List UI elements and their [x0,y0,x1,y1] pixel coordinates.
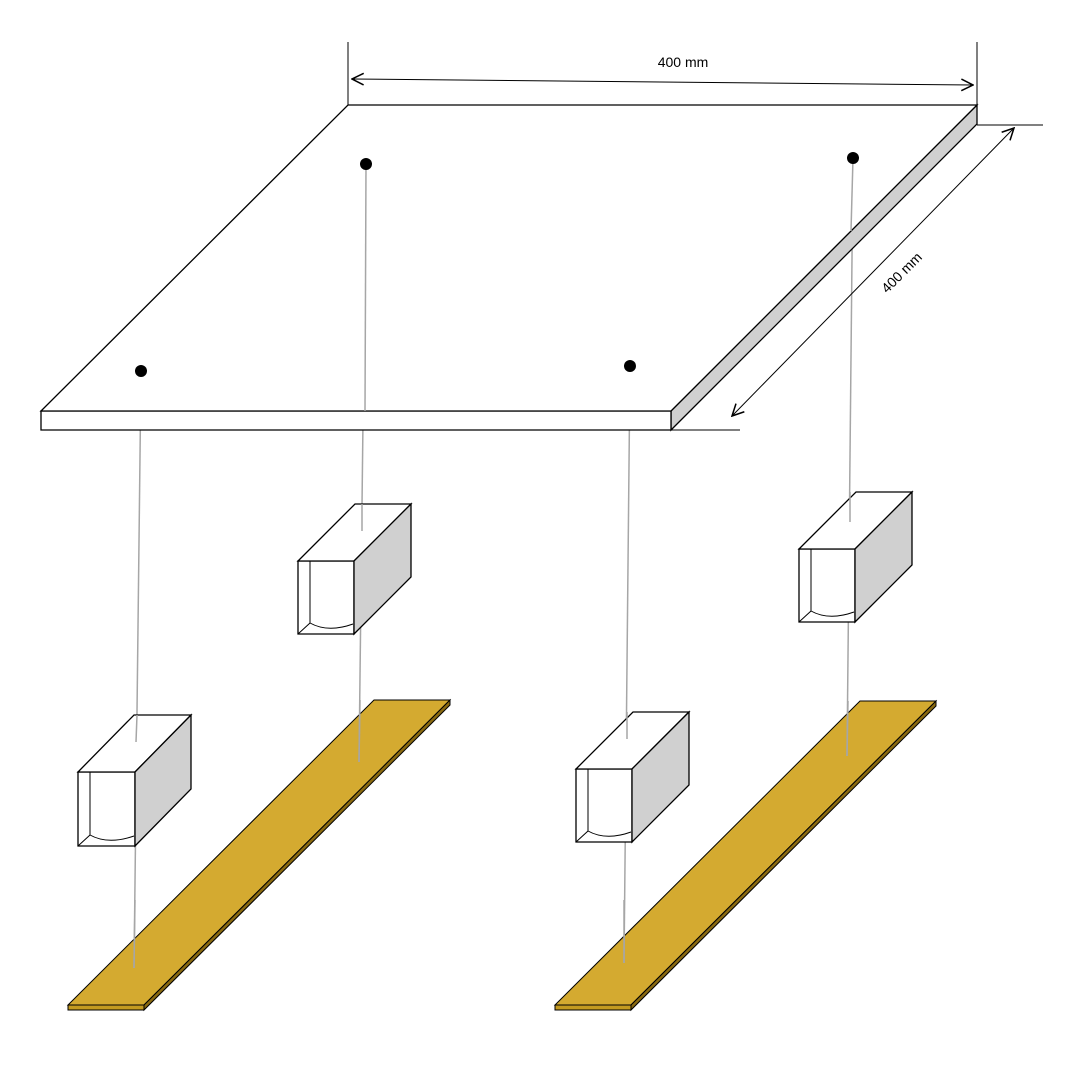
block-2 [296,502,413,636]
strip-right [553,699,938,1012]
dimension-width-label: 400 mm [658,54,709,70]
block-1 [76,713,193,848]
attachment-dot-1 [135,365,147,377]
attachment-dot-2 [360,158,372,170]
block-3 [574,710,691,844]
dimension-width: 400 mm [347,42,978,105]
plate [39,103,979,432]
hanger-line-1 [133,370,142,969]
dimension-depth-label: 400 mm [878,249,925,296]
attachment-dot-4 [847,152,859,164]
hanger-line-3 [623,365,631,964]
hanging-lines-on-strips [133,699,849,969]
block-4 [797,490,914,624]
attachment-dot-3 [624,360,636,372]
strip-left [66,698,452,1012]
